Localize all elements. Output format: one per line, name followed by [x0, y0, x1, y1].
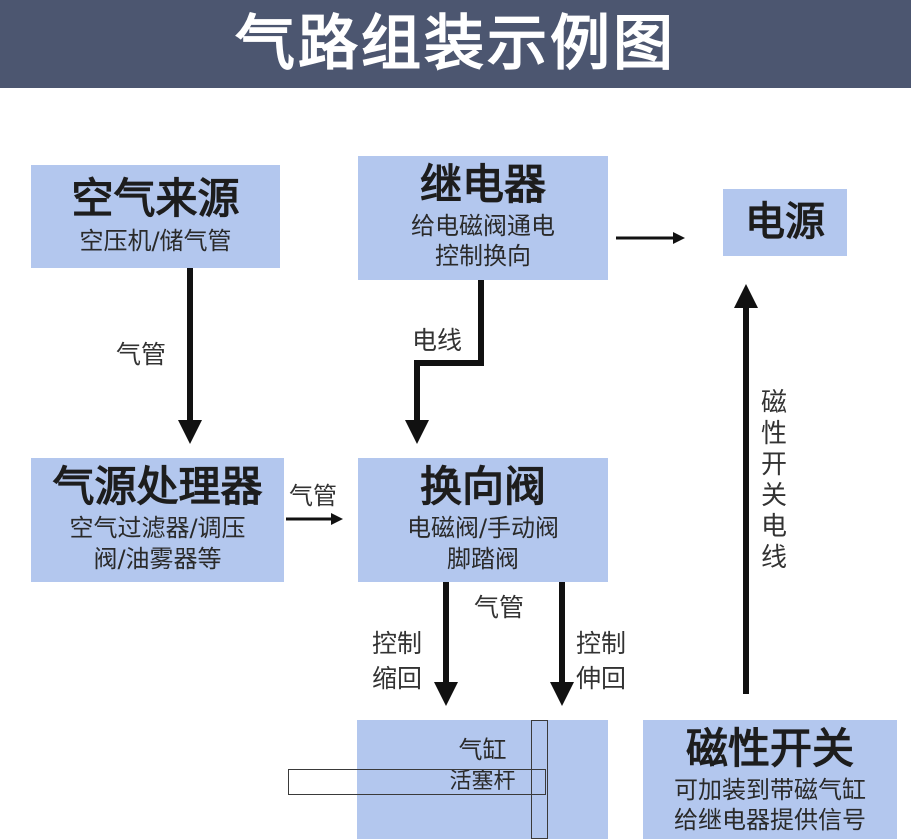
power-title: 电源 — [745, 199, 825, 245]
pipe-label-2: 气管 — [289, 482, 337, 510]
extend-label-2: 伸回 — [576, 664, 627, 693]
valve-box: 换向阀 电磁阀/手动阀 脚踏阀 — [358, 458, 608, 582]
relay-sub-1: 给电磁阀通电 — [411, 212, 555, 240]
arrow-relay-to-valve — [405, 280, 484, 444]
air-treatment-sub-1: 空气过滤器/调压 — [69, 514, 246, 542]
retract-label-1: 控制 — [372, 629, 423, 658]
cylinder-label: 气缸 — [458, 736, 507, 764]
air-source-box: 空气来源 空压机/储气管 — [31, 165, 280, 268]
extend-label-1: 控制 — [576, 629, 627, 658]
switch-wire-label: 磁性开关电线 — [760, 388, 787, 573]
wire-label: 电线 — [412, 326, 463, 355]
magnetic-switch-title: 磁性开关 — [685, 724, 854, 773]
piston-rod-outline — [288, 769, 546, 795]
piston-rod-label: 活塞杆 — [449, 769, 516, 794]
valve-sub-1: 电磁阀/手动阀 — [406, 514, 560, 542]
air-treatment-box: 气源处理器 空气过滤器/调压 阀/油雾器等 — [31, 458, 284, 582]
relay-title: 继电器 — [419, 160, 546, 209]
page-title: 气路组装示例图 — [235, 9, 676, 79]
cylinder-box: 气缸 活塞杆 — [357, 720, 608, 839]
pipe-label-1: 气管 — [116, 340, 167, 369]
magnetic-switch-sub-1: 可加装到带磁气缸 — [674, 776, 866, 804]
magnetic-switch-sub-2: 给继电器提供信号 — [674, 806, 866, 834]
pipe-label-3: 气管 — [474, 593, 525, 622]
magnetic-switch-box: 磁性开关 可加装到带磁气缸 给继电器提供信号 — [643, 720, 897, 839]
retract-label-2: 缩回 — [372, 664, 423, 693]
power-box: 电源 — [723, 189, 847, 256]
relay-sub-2: 控制换向 — [435, 242, 531, 270]
relay-box: 继电器 给电磁阀通电 控制换向 — [358, 156, 608, 280]
valve-sub-2: 脚踏阀 — [447, 545, 519, 573]
piston-outline — [531, 720, 548, 839]
air-source-sub: 空压机/储气管 — [79, 227, 232, 255]
title-bar — [0, 0, 911, 88]
air-treatment-sub-2: 阀/油雾器等 — [93, 545, 222, 573]
valve-title: 换向阀 — [419, 462, 546, 511]
air-source-title: 空气来源 — [71, 174, 240, 223]
air-treatment-title: 气源处理器 — [52, 462, 263, 511]
